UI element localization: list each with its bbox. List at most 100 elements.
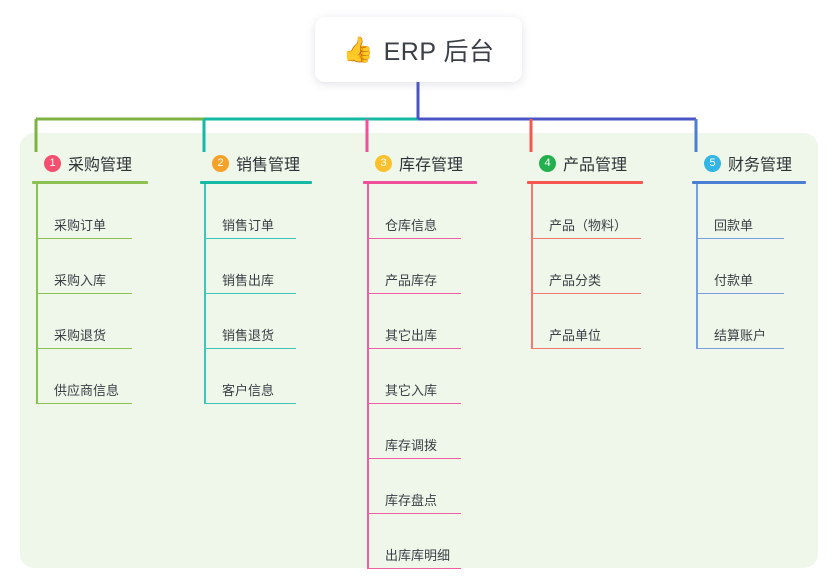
list-item[interactable]: 仓库信息: [363, 184, 477, 239]
list-item[interactable]: 销售退货: [200, 294, 312, 349]
list-item-underline: [367, 457, 461, 459]
column-title: 采购管理: [68, 157, 133, 174]
background-panel: [20, 133, 818, 568]
list-item-underline: [204, 237, 296, 239]
list-item[interactable]: 出库库明细: [363, 514, 477, 569]
column-header-1[interactable]: 1 采购管理: [32, 145, 148, 181]
badge-number-icon: 1: [44, 154, 61, 172]
list-item-label: 产品库存: [385, 273, 438, 288]
list-item[interactable]: 销售出库: [200, 239, 312, 294]
column-underline: [32, 181, 148, 184]
list-item[interactable]: 结算账户: [692, 294, 806, 349]
list-item[interactable]: 付款单: [692, 239, 806, 294]
list-item-underline: [36, 237, 132, 239]
vertical-connector: [36, 184, 38, 404]
list-item-underline: [36, 292, 132, 294]
badge-number-icon: 4: [539, 154, 556, 172]
list-item-label: 采购入库: [54, 273, 107, 288]
column-underline: [363, 181, 477, 184]
list-item-underline: [367, 292, 461, 294]
column-title: 财务管理: [728, 157, 793, 174]
list-item[interactable]: 其它入库: [363, 349, 477, 404]
list-item-label: 产品单位: [549, 328, 602, 343]
leaf-list: 回款单付款单结算账户: [692, 184, 806, 349]
leaf-list: 采购订单采购入库采购退货供应商信息: [32, 184, 148, 404]
column-采购管理: 1 采购管理采购订单采购入库采购退货供应商信息: [32, 145, 148, 404]
list-item-underline: [204, 347, 296, 349]
list-item[interactable]: 产品单位: [527, 294, 643, 349]
list-item-label: 产品（物料）: [549, 218, 628, 233]
list-item-label: 出库库明细: [385, 548, 451, 563]
list-item-label: 供应商信息: [54, 383, 120, 398]
list-item[interactable]: 库存调拨: [363, 404, 477, 459]
list-item-label: 结算账户: [714, 328, 767, 343]
list-item-underline: [531, 292, 641, 294]
list-item-underline: [36, 402, 132, 404]
list-item-underline: [696, 237, 784, 239]
vertical-connector: [531, 184, 533, 349]
list-item-underline: [696, 292, 784, 294]
column-header-3[interactable]: 3 库存管理: [363, 145, 477, 181]
badge-number-icon: 3: [375, 154, 392, 172]
list-item-underline: [367, 402, 461, 404]
list-item-label: 其它出库: [385, 328, 438, 343]
list-item-label: 客户信息: [222, 383, 275, 398]
vertical-connector: [204, 184, 206, 404]
leaf-list: 销售订单销售出库销售退货客户信息: [200, 184, 312, 404]
list-item-label: 销售出库: [222, 273, 275, 288]
list-item[interactable]: 采购订单: [32, 184, 148, 239]
vertical-connector: [696, 184, 698, 349]
list-item-underline: [531, 237, 641, 239]
list-item[interactable]: 回款单: [692, 184, 806, 239]
list-item-underline: [531, 347, 641, 349]
list-item-label: 库存盘点: [385, 493, 438, 508]
column-title: 销售管理: [236, 157, 301, 174]
list-item-label: 库存调拨: [385, 438, 438, 453]
list-item[interactable]: 供应商信息: [32, 349, 148, 404]
column-header-4[interactable]: 4 产品管理: [527, 145, 643, 181]
list-item-label: 销售退货: [222, 328, 275, 343]
column-产品管理: 4 产品管理产品（物料） 产品分类产品单位: [527, 145, 643, 349]
list-item-label: 采购退货: [54, 328, 107, 343]
list-item-underline: [367, 237, 461, 239]
list-item-underline: [367, 567, 461, 569]
list-item-underline: [367, 512, 461, 514]
list-item-underline: [36, 347, 132, 349]
list-item-label: 采购订单: [54, 218, 107, 233]
list-item-underline: [204, 292, 296, 294]
column-title: 库存管理: [399, 157, 464, 174]
list-item-label: 其它入库: [385, 383, 438, 398]
list-item-label: 产品分类: [549, 273, 602, 288]
list-item[interactable]: 客户信息: [200, 349, 312, 404]
column-underline: [200, 181, 312, 184]
list-item[interactable]: 其它出库: [363, 294, 477, 349]
list-item-label: 销售订单: [222, 218, 275, 233]
badge-number-icon: 2: [212, 154, 229, 172]
list-item-underline: [367, 347, 461, 349]
list-item[interactable]: 采购退货: [32, 294, 148, 349]
page-title: ERP 后台: [383, 37, 495, 66]
root-node[interactable]: 👍 ERP 后台: [315, 17, 522, 82]
list-item[interactable]: 产品分类: [527, 239, 643, 294]
list-item[interactable]: 产品库存: [363, 239, 477, 294]
list-item[interactable]: 产品（物料）: [527, 184, 643, 239]
list-item-label: 付款单: [714, 273, 754, 288]
list-item[interactable]: 库存盘点: [363, 459, 477, 514]
column-销售管理: 2 销售管理销售订单销售出库销售退货客户信息: [200, 145, 312, 404]
column-库存管理: 3 库存管理仓库信息产品库存其它出库其它入库库存调拨库存盘点出库库明细: [363, 145, 477, 569]
column-underline: [692, 181, 806, 184]
leaf-list: 产品（物料） 产品分类产品单位: [527, 184, 643, 349]
list-item-label: 仓库信息: [385, 218, 438, 233]
list-item[interactable]: 采购入库: [32, 239, 148, 294]
column-title: 产品管理: [563, 157, 628, 174]
column-header-2[interactable]: 2 销售管理: [200, 145, 312, 181]
list-item-underline: [204, 402, 296, 404]
column-underline: [527, 181, 643, 184]
list-item-label: 回款单: [714, 218, 754, 233]
list-item[interactable]: 销售订单: [200, 184, 312, 239]
list-item-underline: [696, 347, 784, 349]
thumbs-up-icon: 👍: [342, 35, 374, 64]
